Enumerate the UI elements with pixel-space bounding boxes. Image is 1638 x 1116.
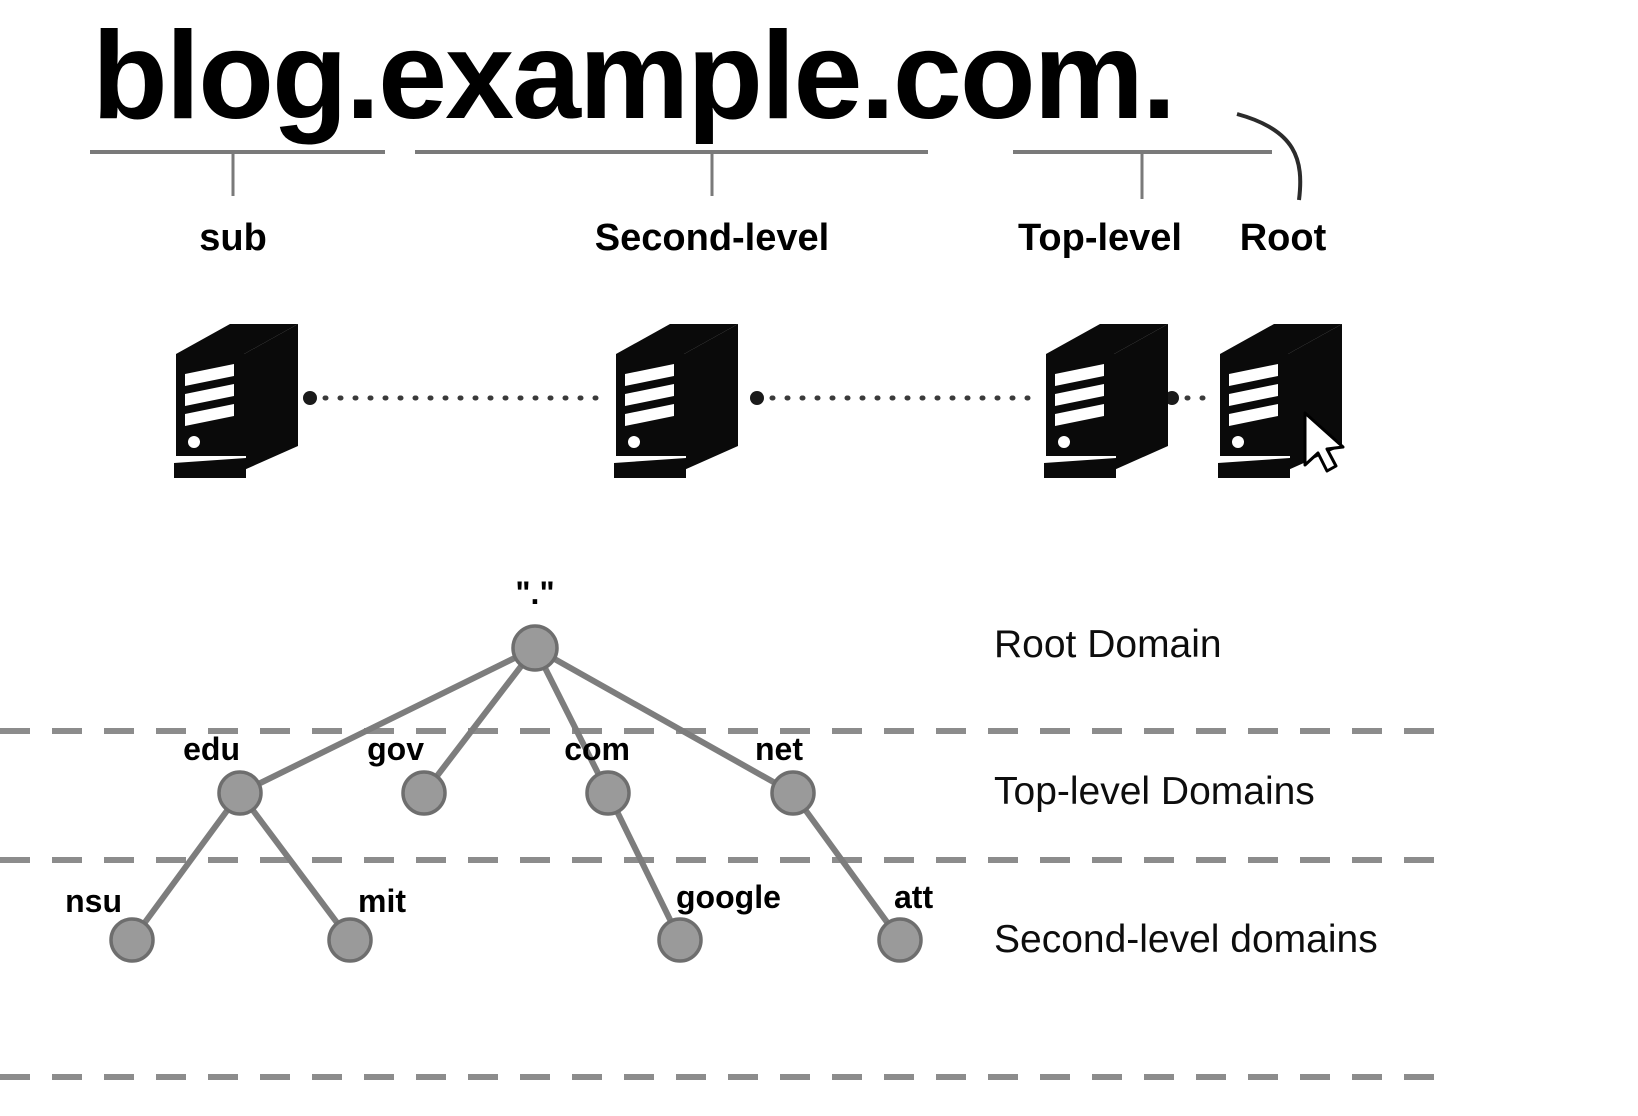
tree-edge-com-google — [605, 791, 683, 942]
server-slot-2 — [1055, 384, 1104, 406]
tree-node-label-root: "." — [515, 575, 554, 611]
server-slot-2 — [185, 384, 234, 406]
server-slot-1 — [625, 364, 674, 386]
tree-edge-root-net — [533, 645, 795, 796]
server-side-face — [684, 324, 738, 470]
server-slot-1 — [1229, 364, 1278, 386]
tree-edge-edu-nsu — [129, 791, 243, 942]
tree-node-label-layer: "." edu gov com net nsu mit google att — [65, 575, 933, 919]
tree-node-label-nsu: nsu — [65, 883, 122, 919]
sub-server — [174, 324, 298, 478]
server-chain-section — [174, 324, 1345, 478]
part-label-root: Root — [1240, 217, 1327, 259]
part-label-top-level: Top-level — [1018, 217, 1182, 259]
tree-edge-edu-mit — [237, 791, 353, 942]
tree-node-label-att: att — [894, 879, 933, 915]
server-power-led — [188, 436, 200, 448]
part-label-layer: sub Second-level Top-level Root — [199, 217, 1326, 259]
tree-node-label-gov: gov — [367, 731, 424, 767]
server-slot-3 — [625, 404, 674, 426]
tree-node-root[interactable] — [511, 624, 559, 672]
tier-caption-second-level-domains: Second-level domains — [994, 918, 1378, 961]
top-level-server — [1044, 324, 1168, 478]
tree-edge-root-com — [532, 646, 611, 795]
bracket-layer — [90, 150, 1272, 199]
server-top-face — [176, 324, 298, 354]
tree-node-google[interactable] — [657, 917, 703, 963]
part-label-second-level: Second-level — [595, 217, 829, 259]
server-slot-1 — [185, 364, 234, 386]
tree-edge-root-gov — [421, 646, 538, 795]
page-title: blog.example.com. — [92, 7, 1174, 145]
tier-caption-top-level-domains: Top-level Domains — [994, 770, 1315, 813]
server-layer — [174, 324, 1342, 478]
server-top-face — [616, 324, 738, 354]
tree-node-edu[interactable] — [217, 770, 263, 816]
server-power-led — [1232, 436, 1244, 448]
server-base — [614, 458, 686, 478]
server-slot-2 — [1229, 384, 1278, 406]
tree-node-gov[interactable] — [401, 770, 447, 816]
tree-node-layer — [109, 624, 923, 963]
server-base — [1218, 458, 1290, 478]
server-link-layer — [303, 391, 1211, 405]
tree-node-label-mit: mit — [358, 883, 406, 919]
server-slot-1 — [1055, 364, 1104, 386]
server-slot-3 — [185, 404, 234, 426]
server-base — [1044, 458, 1116, 478]
server-slot-2 — [625, 384, 674, 406]
server-power-led — [628, 436, 640, 448]
tree-edge-layer — [129, 645, 903, 942]
tree-node-nsu[interactable] — [109, 917, 155, 963]
tree-edge-net-att — [790, 791, 903, 942]
server-slot-3 — [1055, 404, 1104, 426]
tree-edge-root-edu — [238, 645, 537, 796]
tier-caption-root-domain: Root Domain — [994, 623, 1222, 666]
server-top-face — [1046, 324, 1168, 354]
server-top-face — [1220, 324, 1342, 354]
tree-node-label-google: google — [676, 879, 781, 915]
cursor-arrow-icon — [1303, 411, 1345, 473]
mouse-cursor — [1303, 411, 1345, 473]
tier-divider-layer — [0, 728, 1438, 1080]
server-side-face — [1114, 324, 1168, 470]
part-label-sub: sub — [199, 217, 267, 259]
tree-node-att[interactable] — [877, 917, 923, 963]
tree-node-net[interactable] — [770, 770, 816, 816]
top-to-root-link-endpoint-dot — [1165, 391, 1179, 405]
sub-to-second-link-endpoint-dot — [303, 391, 317, 405]
tree-node-label-com: com — [564, 731, 630, 767]
server-side-face — [244, 324, 298, 470]
tree-node-label-net: net — [755, 731, 803, 767]
root-pointer-curve — [1236, 112, 1303, 201]
server-power-led — [1058, 436, 1070, 448]
tree-node-label-edu: edu — [183, 731, 240, 767]
tree-node-mit[interactable] — [327, 917, 373, 963]
second-to-top-link-endpoint-dot — [750, 391, 764, 405]
fqdn-section: blog.example.com. sub Second-level Top-lev… — [90, 7, 1327, 259]
second-level-server — [614, 324, 738, 478]
tree-node-com[interactable] — [585, 770, 631, 816]
server-base — [174, 458, 246, 478]
namespace-tree-section: "." edu gov com net nsu mit google att Root Doma… — [0, 575, 1438, 1080]
server-slot-3 — [1229, 404, 1278, 426]
